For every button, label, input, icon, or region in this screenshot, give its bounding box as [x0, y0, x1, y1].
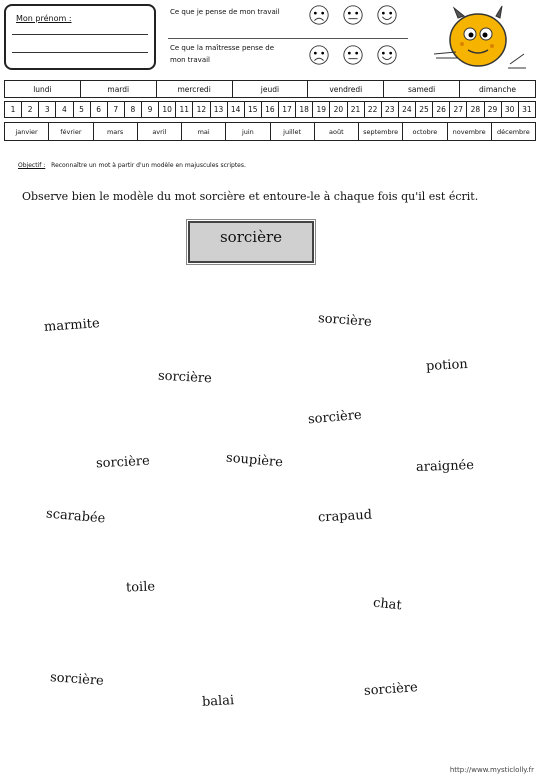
word-item[interactable]: sorcière: [307, 407, 363, 428]
model-word: sorcière: [219, 228, 283, 246]
number-cell[interactable]: 11: [175, 101, 194, 118]
day-cell[interactable]: jeudi: [231, 80, 309, 98]
word-item[interactable]: potion: [425, 356, 469, 375]
number-cell[interactable]: 4: [55, 101, 74, 118]
month-cell[interactable]: novembre: [446, 122, 492, 141]
month-cell[interactable]: juillet: [269, 122, 315, 141]
month-cell[interactable]: août: [313, 122, 360, 141]
objective: Objectif : Reconnaître un mot à partir d…: [18, 162, 246, 169]
number-cell[interactable]: 31: [517, 101, 537, 118]
word-item[interactable]: crapaud: [317, 507, 373, 526]
word-item[interactable]: chat: [372, 595, 403, 614]
happy-face-icon[interactable]: [376, 44, 398, 66]
day-cell[interactable]: samedi: [383, 80, 461, 98]
objective-label: Objectif :: [18, 162, 46, 169]
word-item[interactable]: sorcière: [317, 311, 373, 330]
number-cell[interactable]: 7: [106, 101, 125, 118]
number-cell[interactable]: 29: [483, 101, 502, 118]
day-cell[interactable]: vendredi: [307, 80, 385, 98]
model-word-box: sorcière: [186, 219, 316, 265]
footer-url[interactable]: http://www.mysticlolly.fr: [449, 766, 534, 774]
word-item[interactable]: sorcière: [49, 670, 105, 689]
day-cell[interactable]: mercredi: [155, 80, 233, 98]
numbers-table: 1 2 3 4 5 6 7 8 9 10 11 12 13 14 15 16 1…: [3, 101, 537, 118]
word-item[interactable]: scarabée: [45, 506, 106, 527]
teacher-eval-faces: [308, 44, 398, 66]
number-cell[interactable]: 28: [466, 101, 485, 118]
number-cell[interactable]: 3: [38, 101, 57, 118]
month-cell[interactable]: septembre: [357, 122, 404, 141]
happy-face-icon[interactable]: [376, 4, 398, 26]
number-cell[interactable]: 10: [158, 101, 177, 118]
month-cell[interactable]: octobre: [402, 122, 448, 141]
number-cell[interactable]: 17: [277, 101, 297, 118]
number-cell[interactable]: 9: [140, 101, 160, 118]
number-cell[interactable]: 12: [192, 101, 211, 118]
month-cell[interactable]: avril: [136, 122, 183, 141]
number-cell[interactable]: 27: [449, 101, 468, 118]
sad-face-icon[interactable]: [308, 44, 330, 66]
month-cell[interactable]: juin: [225, 122, 271, 141]
sad-face-icon[interactable]: [308, 4, 330, 26]
instruction: Observe bien le modèle du mot sorcière e…: [22, 190, 479, 203]
number-cell[interactable]: 6: [89, 101, 108, 118]
number-cell[interactable]: 15: [243, 101, 262, 118]
number-cell[interactable]: 20: [329, 101, 348, 118]
day-cell[interactable]: dimanche: [459, 80, 536, 98]
number-cell[interactable]: 2: [21, 101, 40, 118]
self-eval-faces: [308, 4, 398, 26]
number-cell[interactable]: 13: [209, 101, 228, 118]
name-box: Mon prénom :: [4, 4, 156, 70]
word-item[interactable]: sorcière: [363, 680, 419, 699]
day-cell[interactable]: mardi: [79, 80, 157, 98]
objective-text: Reconnaître un mot à partir d'un modèle …: [51, 162, 246, 169]
number-cell[interactable]: 25: [414, 101, 434, 118]
days-table: lundi mardi mercredi jeudi vendredi same…: [4, 80, 536, 98]
number-cell[interactable]: 30: [500, 101, 519, 118]
number-cell[interactable]: 19: [312, 101, 331, 118]
number-cell[interactable]: 18: [295, 101, 314, 118]
number-cell[interactable]: 5: [72, 101, 91, 118]
day-cell[interactable]: lundi: [4, 80, 81, 98]
name-label: Mon prénom :: [16, 14, 72, 23]
word-item[interactable]: soupière: [225, 450, 284, 471]
month-cell[interactable]: décembre: [490, 122, 537, 141]
month-cell[interactable]: février: [48, 122, 94, 141]
word-item[interactable]: araignée: [415, 457, 475, 476]
number-cell[interactable]: 26: [432, 101, 451, 118]
month-cell[interactable]: mars: [92, 122, 138, 141]
number-cell[interactable]: 16: [260, 101, 280, 118]
monster-mascot-icon: [433, 5, 526, 69]
number-cell[interactable]: 22: [363, 101, 382, 118]
number-cell[interactable]: 23: [380, 101, 399, 118]
number-cell[interactable]: 8: [123, 101, 143, 118]
word-item[interactable]: marmite: [43, 316, 101, 335]
word-item[interactable]: toile: [125, 579, 156, 596]
neutral-face-icon[interactable]: [342, 4, 364, 26]
number-cell[interactable]: 14: [226, 101, 245, 118]
month-cell[interactable]: janvier: [3, 122, 50, 141]
self-eval-label: Ce que je pense de mon travail: [170, 8, 280, 16]
word-item[interactable]: sorcière: [157, 368, 213, 387]
teacher-eval-label: Ce que la maîtresse pense de mon travail: [170, 44, 275, 64]
number-cell[interactable]: 24: [397, 101, 417, 118]
word-item[interactable]: sorcière: [95, 453, 151, 472]
number-cell[interactable]: 1: [3, 101, 23, 118]
name-line-1[interactable]: [12, 34, 148, 35]
header-separator: [168, 38, 408, 39]
word-item[interactable]: balai: [201, 693, 235, 710]
name-line-2[interactable]: [12, 52, 148, 53]
number-cell[interactable]: 21: [346, 101, 365, 118]
neutral-face-icon[interactable]: [342, 44, 364, 66]
month-cell[interactable]: mai: [180, 122, 227, 141]
months-table: janvier février mars avril mai juin juil…: [3, 122, 537, 141]
